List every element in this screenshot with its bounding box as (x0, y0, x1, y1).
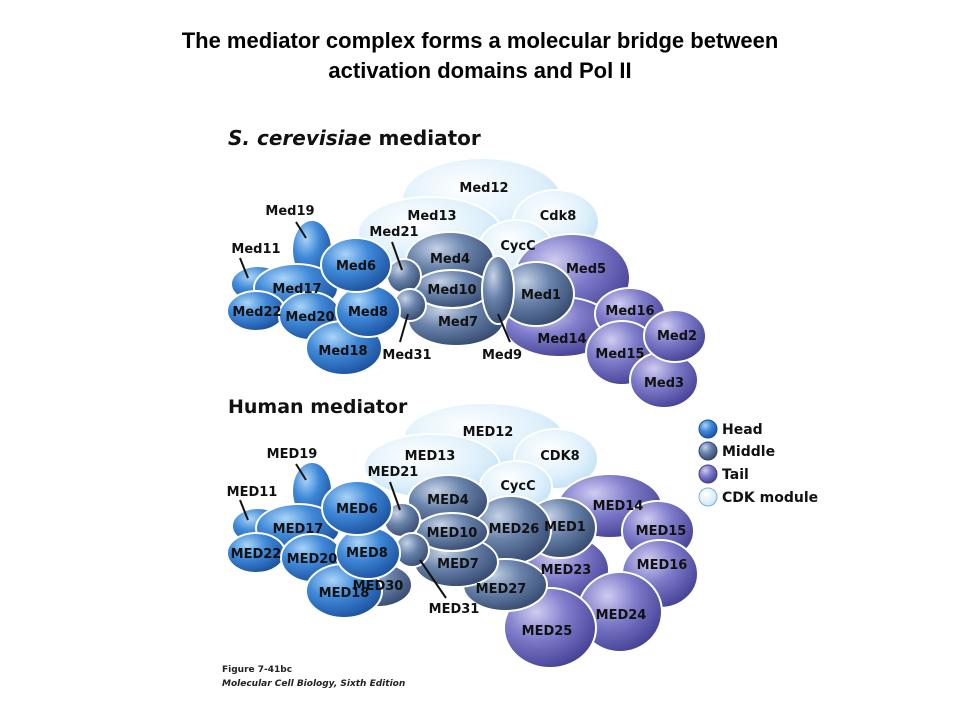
title-line-1: The mediator complex forms a molecular b… (181, 28, 779, 53)
human-label-med6: MED6 (336, 502, 378, 517)
legend-head-label: Head (722, 422, 763, 438)
yeast-label-cycc: CycC (500, 239, 535, 254)
yeast-label-med8: Med8 (348, 305, 388, 320)
human-label-med10: MED10 (427, 526, 478, 541)
yeast-med19-leader (295, 221, 307, 239)
yeast-label-med3: Med3 (644, 376, 684, 391)
human-label-med19: MED19 (267, 447, 318, 462)
yeast-med6-shape (320, 237, 392, 293)
yeast-label-med11: Med11 (231, 242, 280, 257)
human-label-med11: MED11 (227, 485, 278, 500)
human-med6-shape (321, 480, 393, 536)
human-label-med4: MED4 (427, 493, 469, 508)
figure-source: Molecular Cell Biology, Sixth Edition (222, 679, 406, 689)
legend-head-swatch (698, 419, 718, 439)
human-label-med7: MED7 (437, 557, 479, 572)
yeast-label-med21: Med21 (369, 225, 418, 240)
yeast-label-med17: Med17 (272, 282, 321, 297)
yeast-label-med10: Med10 (427, 283, 476, 298)
human-med19-leader (295, 463, 307, 481)
yeast-label-cdk8: Cdk8 (540, 209, 577, 224)
legend-middle-swatch (698, 441, 718, 461)
human-label-cycc: CycC (500, 479, 535, 494)
yeast-label-med1: Med1 (521, 288, 561, 303)
yeast-heading-species: S. cerevisiae (228, 126, 372, 150)
legend-cdk-swatch (698, 487, 718, 507)
yeast-label-med31: Med31 (382, 348, 431, 363)
yeast-label-med13: Med13 (407, 209, 456, 224)
yeast-heading-rest: mediator (372, 126, 481, 150)
human-label-med14: MED14 (593, 499, 644, 514)
yeast-label-med22: Med22 (232, 305, 281, 320)
yeast-label-med6: Med6 (336, 259, 376, 274)
human-label-med26: MED26 (489, 522, 540, 537)
yeast-label-med2: Med2 (657, 329, 697, 344)
yeast-label-med20: Med20 (285, 310, 334, 325)
human-label-med16: MED16 (637, 558, 688, 573)
human-heading: Human mediator (228, 396, 408, 418)
human-med31-leader (419, 559, 447, 599)
title-line-2: activation domains and Pol II (328, 58, 632, 83)
figure-number: Figure 7-41bc (222, 665, 293, 675)
human-label-med15: MED15 (636, 524, 687, 539)
yeast-label-med16: Med16 (605, 304, 654, 319)
human-label-med22: MED22 (231, 547, 282, 562)
human-mediator: Human mediator (226, 396, 699, 669)
human-label-med25: MED25 (522, 624, 573, 639)
human-med21-leader (389, 481, 401, 511)
yeast-label-med5: Med5 (566, 262, 606, 277)
yeast-med21-leader (391, 241, 403, 271)
legend-middle-label: Middle (722, 444, 775, 460)
human-label-med17: MED17 (273, 522, 324, 537)
yeast-label-med4: Med4 (430, 252, 470, 267)
yeast-label-med19: Med19 (265, 204, 314, 219)
yeast-med11-leader (239, 257, 249, 279)
legend-cdk-label: CDK module (722, 490, 818, 506)
yeast-label-med9: Med9 (482, 348, 522, 363)
yeast-label-med18: Med18 (318, 344, 367, 359)
human-label-med30: MED30 (353, 579, 404, 594)
yeast-label-med7: Med7 (438, 315, 478, 330)
yeast-label-med12: Med12 (459, 181, 508, 196)
human-label-med20: MED20 (287, 552, 338, 567)
human-label-cdk8: CDK8 (540, 449, 579, 464)
human-label-med12: MED12 (463, 425, 514, 440)
yeast-med31-leader (399, 313, 409, 343)
human-med11-leader (239, 499, 249, 521)
yeast-label-med14: Med14 (537, 332, 586, 347)
slide-title: The mediator complex forms a molecular b… (0, 26, 960, 86)
human-label-med24: MED24 (596, 608, 647, 623)
legend: Head Middle Tail CDK module (698, 419, 818, 507)
yeast-med9-shape (481, 255, 515, 325)
human-label-med18: MED18 (319, 586, 370, 601)
legend-tail-swatch (698, 464, 718, 484)
yeast-med21-shape (386, 258, 422, 294)
yeast-mediator: S. cerevisiae mediator (226, 126, 707, 409)
human-label-med13: MED13 (405, 449, 456, 464)
human-label-med8: MED8 (346, 546, 388, 561)
human-label-med1: MED1 (544, 520, 586, 535)
yeast-med2-shape (643, 309, 707, 363)
yeast-heading: S. cerevisiae mediator (228, 126, 481, 150)
human-label-med23: MED23 (541, 563, 592, 578)
human-label-med27: MED27 (476, 582, 527, 597)
legend-tail-label: Tail (722, 467, 749, 483)
yeast-med9-leader (497, 313, 511, 343)
yeast-label-med15: Med15 (595, 347, 644, 362)
human-label-med31: MED31 (429, 602, 480, 617)
human-label-med21: MED21 (368, 465, 419, 480)
